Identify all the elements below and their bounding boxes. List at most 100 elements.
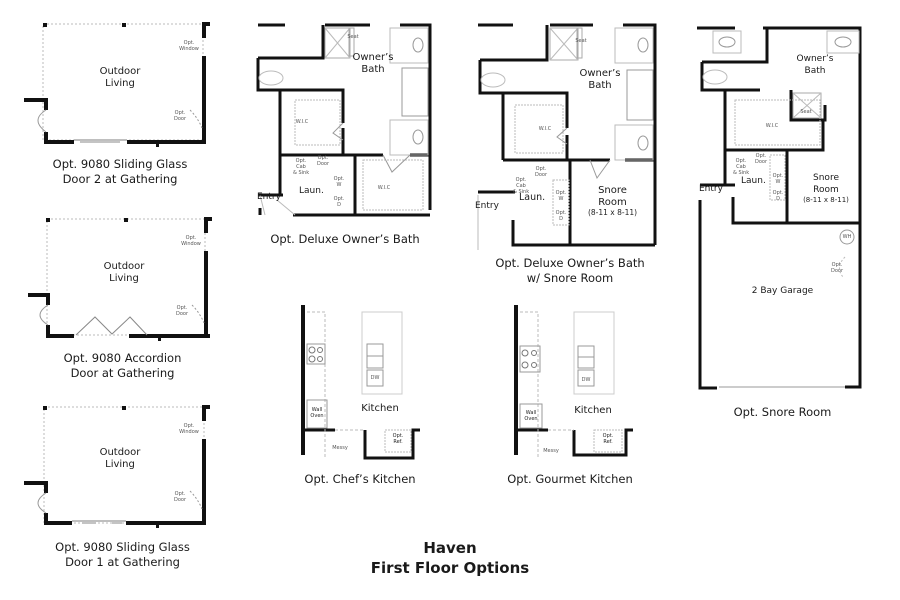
opt-window-label: Opt. Window	[176, 423, 202, 435]
label-line: & Sink	[293, 170, 310, 176]
label-line: W	[336, 182, 342, 188]
room-label-line: Living	[109, 273, 139, 284]
label-line: Opt.	[295, 158, 307, 164]
opt-dryer-label: Opt. D	[555, 210, 567, 222]
dishwasher-label: DW	[581, 377, 591, 383]
room-label-owners-bath: Owner’s Bath	[570, 68, 630, 92]
label-line: Opt.	[772, 173, 784, 179]
opt-window-label: Opt. Window	[178, 235, 204, 247]
room-label-line: Owner’s	[352, 52, 394, 63]
opt-cab-sink-label: Opt. Cab & Sink	[293, 158, 309, 176]
label-line: Opt.	[174, 110, 186, 116]
label-line: Opt.	[183, 423, 195, 429]
label-line: Opt.	[333, 176, 345, 182]
room-label-line: Owner’s	[579, 68, 621, 79]
label-line: Opt.	[185, 235, 197, 241]
room-label-line: Owner’s	[796, 54, 834, 64]
seat-label: Seat	[575, 38, 587, 44]
plan-snore-room: Owner’s Bath W.I.C Seat Snore Room (8-11…	[695, 25, 870, 395]
opt-ref-label: Opt. Ref.	[596, 433, 620, 445]
room-label-kitchen: Kitchen	[574, 405, 612, 416]
opt-dryer-label: Opt. D	[333, 196, 345, 208]
room-label-owners-bath: Owner’s Bath	[790, 53, 840, 77]
label-line: Opt.	[555, 190, 567, 196]
room-label-line: Bath	[588, 80, 612, 91]
label-line: Opt.	[317, 155, 329, 161]
label-line: D	[337, 202, 341, 208]
opt-door-label: Opt. Door	[170, 491, 190, 503]
floor-plan-drawing	[477, 23, 657, 250]
label-line: Cab	[736, 164, 746, 170]
plan-sliding-glass-door-1: Outdoor Living Opt. Window Opt. Door	[20, 395, 220, 575]
room-dimensions: (8-11 x 8-11)	[803, 196, 849, 204]
floor-plan-drawing	[256, 23, 432, 217]
room-label-outdoor-living: Outdoor Living	[90, 66, 150, 90]
caption-line: Door at Gathering	[70, 366, 175, 380]
caption-accordion-door: Opt. 9080 Accordion Door at Gathering	[20, 351, 225, 381]
label-line: Opt.	[515, 177, 527, 183]
label-line: W	[558, 196, 564, 202]
seat-label: Seat	[347, 34, 359, 40]
room-label-laundry: Laun.	[741, 176, 766, 186]
opt-washer-label: Opt. W	[772, 173, 784, 185]
caption-line: Door 1 at Gathering	[65, 555, 180, 569]
label-line: Wall	[525, 410, 537, 416]
label-line: Opt.	[174, 491, 186, 497]
floor-plan-drawing	[28, 217, 212, 341]
sheet-title: Haven First Floor Options	[330, 538, 570, 578]
label-line: Opt.	[555, 210, 567, 216]
floor-plan-drawing	[697, 26, 862, 390]
caption-line: Opt. 9080 Sliding Glass	[52, 157, 188, 171]
model-name: Haven	[423, 539, 477, 557]
room-label-line: Room	[598, 197, 627, 208]
floor-plan-drawing	[24, 405, 210, 528]
room-label-outdoor-living: Outdoor Living	[94, 261, 154, 285]
room-label-snore-room: Snore Room (8-11 x 8-11)	[585, 185, 640, 217]
floor-plan-drawing	[301, 305, 420, 460]
room-label-owners-bath: Owner’s Bath	[343, 52, 403, 76]
wall-oven-label: Wall Oven	[307, 407, 327, 419]
label-line: & Sink	[733, 170, 750, 176]
seat-label: Seat	[800, 109, 812, 115]
room-label-laundry: Laun.	[519, 192, 546, 203]
room-label-kitchen: Kitchen	[361, 403, 399, 414]
label-line: Door	[175, 311, 189, 317]
opt-door-label: Opt. Door	[533, 166, 549, 178]
opt-window-label: Opt. Window	[176, 40, 202, 52]
opt-door-label: Opt. Door	[315, 155, 331, 167]
sheet-subtitle: First Floor Options	[370, 559, 530, 577]
caption-line: Opt. 9080 Sliding Glass	[55, 540, 190, 554]
label-line: Cab	[296, 164, 306, 170]
plan-accordion-door: Outdoor Living Opt. Window Opt. Door	[20, 205, 220, 385]
plan-gourmet-kitchen: DW Wall Oven Kitchen Messy Opt. Ref.	[508, 300, 638, 460]
label-line: Door	[316, 161, 330, 167]
label-line: Window	[179, 429, 199, 435]
messy-kitchen-label: Messy	[543, 448, 559, 454]
label-line: Cab	[516, 183, 526, 189]
label-line: Opt.	[831, 262, 843, 268]
label-line: Opt.	[602, 433, 614, 439]
room-label-wic: W.I.C	[295, 119, 309, 125]
room-label-wic: W.I.C	[765, 123, 779, 129]
room-label-laundry: Laun.	[299, 186, 324, 196]
room-label-snore-room: Snore Room (8-11 x 8-11)	[795, 172, 857, 204]
label-line: Door	[754, 159, 768, 165]
plan-deluxe-owners-bath: Owner’s Bath W.I.C W.I.C Seat Opt. Cab &…	[255, 20, 435, 225]
caption-line: Door 2 at Gathering	[62, 172, 178, 186]
label-line: W	[775, 179, 781, 185]
room-label-line: Bath	[804, 66, 826, 76]
floor-plan-drawing	[514, 305, 633, 458]
water-heater-label: WH	[842, 234, 852, 240]
label-line: Oven	[310, 413, 324, 419]
label-line: Ref.	[393, 439, 403, 445]
room-label-line: Room	[813, 185, 839, 195]
label-line: Window	[179, 46, 199, 52]
caption-sliding-glass-door-2: Opt. 9080 Sliding Glass Door 2 at Gather…	[20, 157, 220, 187]
room-label-wic: W.I.C	[538, 126, 552, 132]
room-label-line: Living	[105, 78, 135, 89]
caption-sliding-glass-door-1: Opt. 9080 Sliding Glass Door 1 at Gather…	[20, 540, 225, 570]
plan-deluxe-bath-snore-room: Owner’s Bath W.I.C Seat Snore Room (8-11…	[475, 20, 660, 250]
opt-washer-label: Opt. W	[333, 176, 345, 188]
room-label-outdoor-living: Outdoor Living	[90, 447, 150, 471]
label-line: Opt.	[772, 190, 784, 196]
